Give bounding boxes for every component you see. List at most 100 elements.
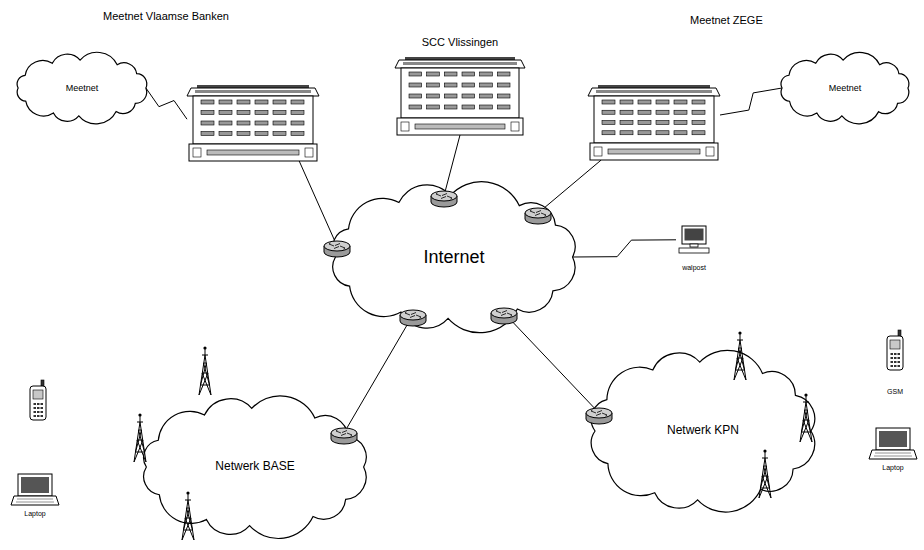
building-outline (187, 85, 319, 161)
gsm-phone-icon (30, 380, 46, 420)
building-heading: Meetnet ZEGE (690, 14, 763, 27)
window (497, 94, 510, 98)
window (602, 110, 615, 114)
window (219, 121, 232, 125)
window (427, 94, 440, 98)
window (201, 121, 214, 125)
window (638, 121, 651, 125)
building-body (193, 96, 313, 144)
window (444, 94, 457, 98)
router-icon (431, 191, 457, 207)
window (273, 121, 286, 125)
wireless-link (146, 88, 187, 119)
building-base (397, 118, 523, 135)
window (674, 100, 687, 104)
roof (187, 88, 319, 96)
antenna-tower (759, 449, 771, 498)
window (480, 105, 493, 109)
roof-band (195, 90, 311, 93)
node-label: Meetnet (66, 83, 99, 93)
wireless-link (573, 240, 676, 257)
router-icon (586, 408, 612, 424)
node-label: Netwerk BASE (215, 460, 294, 474)
window (273, 111, 286, 115)
internet-cloud: Internet (318, 178, 590, 336)
window (219, 111, 232, 115)
device-label: Laptop (882, 464, 903, 472)
network-link (504, 313, 599, 413)
building: Meetnet Vlaamse Banken (187, 85, 319, 161)
window (656, 131, 669, 135)
window (497, 72, 510, 76)
window (444, 105, 457, 109)
window (620, 131, 633, 135)
window (497, 83, 510, 87)
node-label: walpost (682, 264, 706, 272)
roof (395, 60, 525, 68)
building-body (594, 96, 714, 143)
window (497, 105, 510, 109)
window (237, 121, 250, 125)
cloud-shape (781, 52, 909, 123)
router-icon (324, 241, 350, 257)
window (273, 132, 286, 136)
window (480, 72, 493, 76)
window (620, 121, 633, 125)
device-label: GSM (887, 388, 903, 396)
antenna-tower (734, 331, 746, 380)
door (305, 148, 313, 157)
window (638, 110, 651, 114)
network-link (538, 160, 601, 213)
router-icon (491, 308, 517, 324)
gsm-phone-icon (887, 330, 903, 370)
door (706, 147, 714, 156)
antenna-tower (182, 491, 194, 540)
window (462, 83, 475, 87)
device-label-holder: Laptop (882, 464, 903, 472)
window (444, 72, 457, 76)
entrance-band (207, 150, 299, 155)
device-label-holder: GSM (887, 388, 903, 396)
laptop-icon (11, 474, 59, 505)
window (674, 110, 687, 114)
window (602, 131, 615, 135)
window (620, 110, 633, 114)
window (692, 100, 705, 104)
cloud-shape (17, 52, 147, 124)
window (674, 131, 687, 135)
antenna-tower (199, 346, 211, 395)
window (656, 100, 669, 104)
window (409, 105, 422, 109)
window (255, 132, 268, 136)
node-label: Meetnet (829, 83, 862, 93)
window (409, 83, 422, 87)
building: Meetnet ZEGE (588, 85, 720, 160)
node-label: Netwerk KPN (667, 424, 739, 438)
router-icon (400, 310, 426, 326)
window (480, 83, 493, 87)
cloud-shape (144, 396, 367, 539)
antenna-tower (134, 413, 146, 462)
network-cloud: Netwerk KPN (578, 345, 828, 517)
window (201, 111, 214, 115)
window (462, 72, 475, 76)
network-cloud: Meetnet (772, 50, 918, 126)
building-outline (395, 57, 525, 135)
window (692, 131, 705, 135)
window (620, 100, 633, 104)
building-heading: SCC Vlissingen (422, 36, 498, 49)
window (674, 121, 687, 125)
window (291, 100, 304, 104)
wireless-link (720, 88, 782, 115)
building: SCC Vlissingen (395, 57, 525, 135)
entrance-band (415, 124, 505, 129)
window (427, 83, 440, 87)
antenna-tower (800, 393, 812, 442)
window (273, 100, 286, 104)
computer-icon (679, 226, 709, 253)
router-icon (331, 428, 357, 444)
computer-terminal: walpost (676, 226, 712, 272)
window (201, 132, 214, 136)
